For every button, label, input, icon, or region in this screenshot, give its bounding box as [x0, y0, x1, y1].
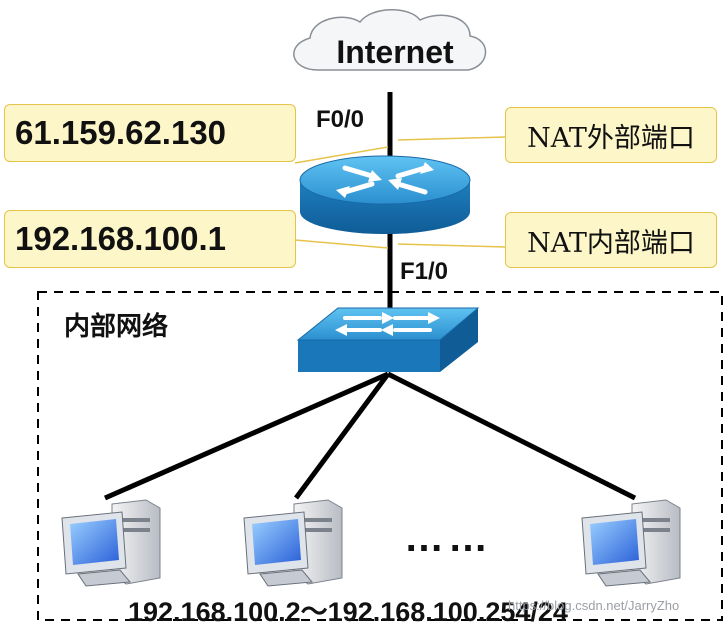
- leader-inner-ip: [294, 239, 389, 249]
- internal-network-label: 内部网络: [64, 312, 169, 342]
- port-f1-0-label: F1/0: [400, 258, 449, 285]
- outer-ip-text: 61.159.62.130: [15, 114, 227, 151]
- address-range-label: 192.168.100.2～192.168.100.254/24: [128, 597, 568, 627]
- watermark-text: https://blog.csdn.net/JarryZho: [508, 598, 680, 613]
- inner-ip-text: 192.168.100.1: [15, 220, 227, 257]
- internal-network-boundary: [37, 291, 723, 621]
- nat-outer-text: NAT外部端口: [527, 122, 695, 154]
- host-computer-icon-1: [61, 499, 161, 587]
- link-switch-host-3: [386, 371, 637, 501]
- host-computer-icon-2: [243, 499, 343, 587]
- internet-label: Internet: [336, 34, 454, 70]
- nat-inner-text: NAT内部端口: [527, 227, 695, 259]
- leader-nat-inner: [397, 243, 506, 248]
- outer-ip-callout: 61.159.62.130: [4, 104, 296, 162]
- router-icon: [299, 155, 471, 234]
- more-hosts-ellipsis: ……: [404, 516, 492, 560]
- internet-cloud: [293, 9, 487, 71]
- nat-outer-callout: NAT外部端口: [505, 107, 717, 163]
- link-switch-host-1: [103, 371, 390, 501]
- inner-ip-callout: 192.168.100.1: [4, 210, 296, 268]
- host-computer-icon-3: [581, 499, 681, 587]
- switch-icon: [296, 307, 480, 372]
- leader-outer-ip: [294, 146, 389, 164]
- leader-nat-outer: [397, 136, 506, 141]
- link-switch-host-2: [293, 372, 391, 500]
- nat-inner-callout: NAT内部端口: [505, 212, 717, 268]
- port-f0-0-label: F0/0: [316, 106, 365, 133]
